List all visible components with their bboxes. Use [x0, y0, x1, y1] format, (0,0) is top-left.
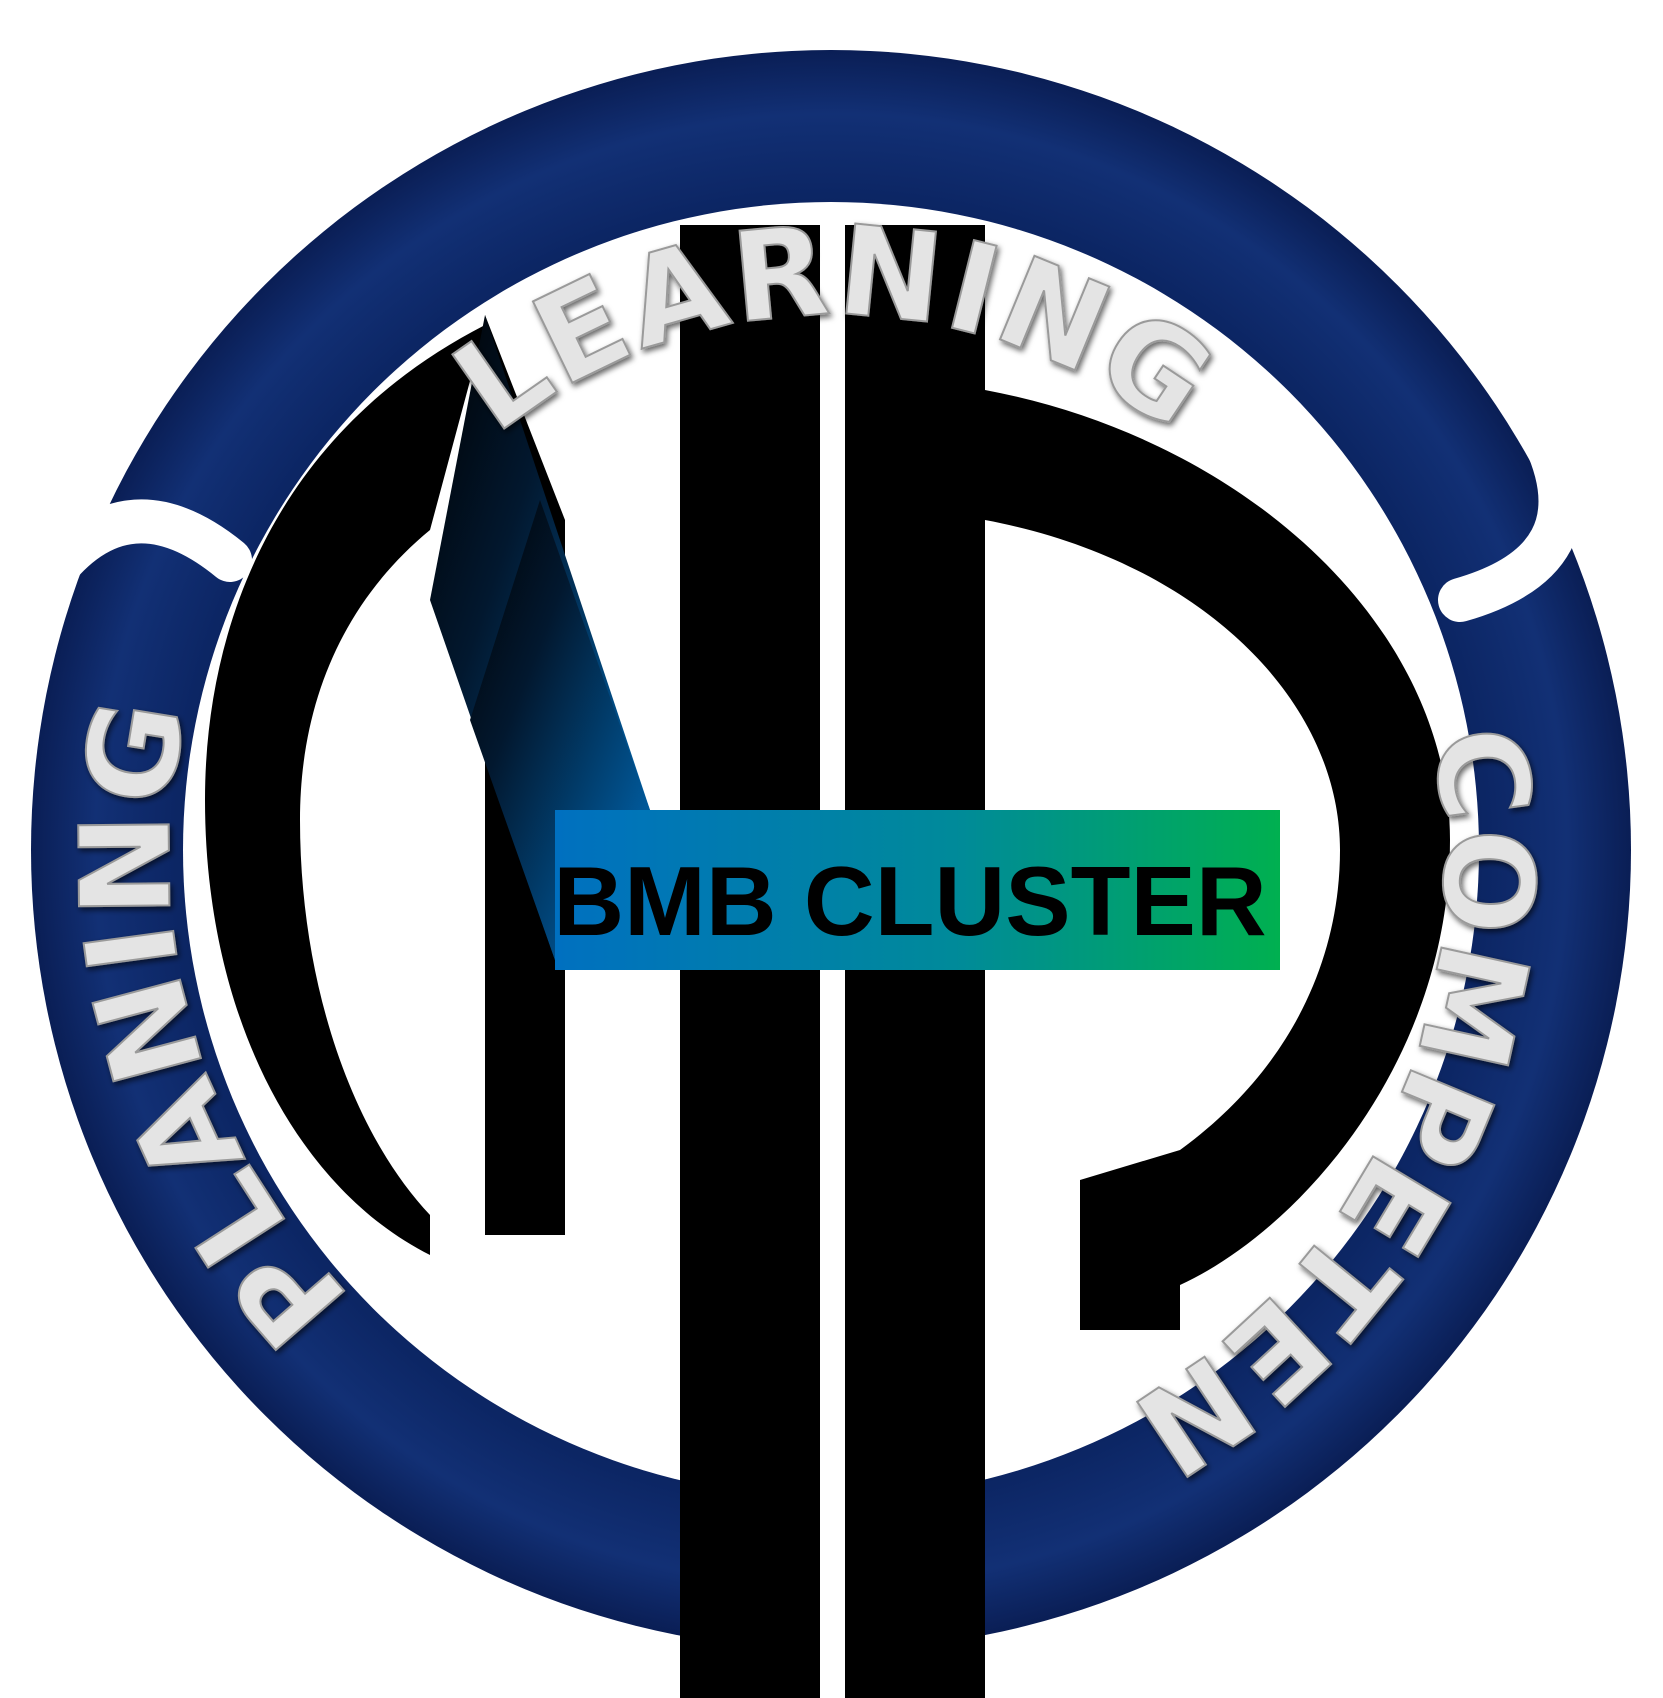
cluster-banner: BMB CLUSTER — [553, 810, 1280, 970]
cluster-label: BMB CLUSTER — [553, 846, 1266, 956]
